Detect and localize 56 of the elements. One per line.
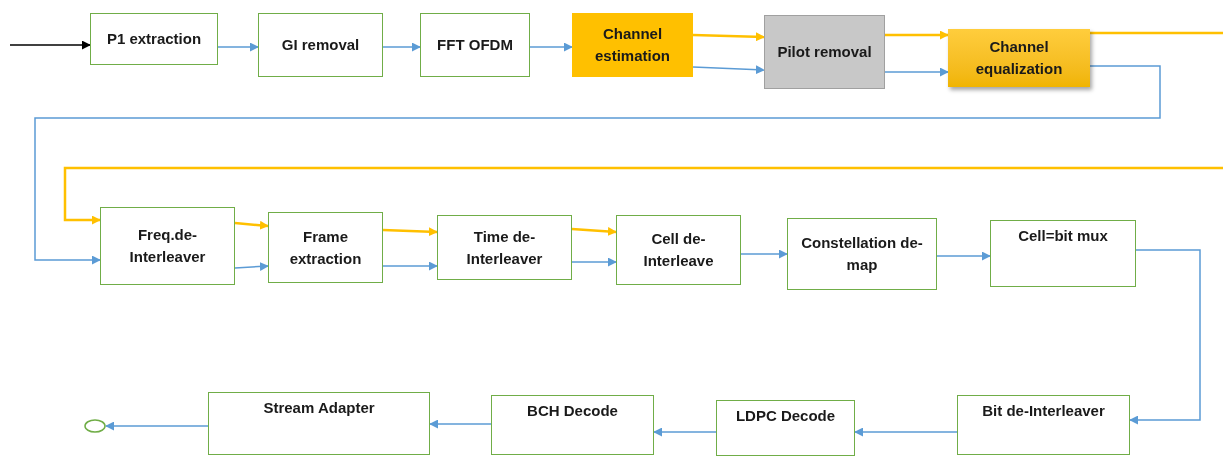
arrow (105, 421, 209, 431)
process-box (948, 29, 1090, 87)
process-box (572, 13, 693, 77)
process-box (616, 215, 741, 285)
box-label: BCH Decode (527, 401, 618, 421)
arrow (234, 220, 269, 230)
process-box (420, 13, 530, 77)
arrow (571, 257, 617, 267)
process-box (990, 220, 1136, 287)
box-label: Bit de-Interleaver (982, 401, 1105, 421)
arrow (1129, 249, 1201, 425)
arrow (63, 166, 1223, 225)
process-box (208, 392, 430, 455)
box-label: Time de-Interleaver (465, 226, 544, 269)
box-label: FFT OFDM (437, 35, 513, 55)
box-label: LDPC Decode (735, 406, 836, 426)
box-label: Channel equalization (974, 37, 1064, 79)
arrow (382, 227, 438, 237)
process-box (491, 395, 654, 455)
arrow (692, 65, 765, 75)
process-box (437, 215, 572, 280)
arrow (854, 427, 958, 437)
arrow (571, 226, 617, 236)
box-label: Pilot removal (777, 42, 872, 62)
end-circle (84, 419, 106, 433)
box-label: Cell=bit mux (1018, 226, 1108, 246)
process-box (957, 395, 1130, 455)
box-label: Freq.de-Interleaver (128, 225, 207, 267)
process-box (268, 212, 383, 283)
process-box (716, 400, 855, 456)
box-label: Channel estimation (594, 24, 671, 66)
process-box (787, 218, 937, 290)
box-label: Stream Adapter (263, 398, 375, 418)
process-box (100, 207, 235, 285)
arrow (382, 261, 438, 271)
box-label: GI removal (281, 35, 360, 55)
box-label: P1 extraction (106, 29, 202, 49)
arrow (740, 249, 788, 259)
box-label: Cell de-Interleave (642, 229, 715, 271)
box-label: Frame extraction (288, 226, 363, 269)
arrow (529, 42, 573, 52)
arrow (885, 30, 949, 40)
arrow (234, 262, 269, 271)
arrow (936, 251, 991, 261)
arrow (429, 419, 492, 429)
arrow (217, 42, 259, 52)
process-box (258, 13, 383, 77)
arrow (9, 40, 91, 50)
box-label: Constellation de-map (800, 233, 924, 275)
arrow (692, 32, 765, 42)
arrow (653, 427, 717, 437)
process-box (764, 15, 885, 89)
arrow (382, 42, 421, 52)
arrow (884, 67, 949, 77)
process-box (90, 13, 218, 65)
arrow (34, 65, 1161, 265)
